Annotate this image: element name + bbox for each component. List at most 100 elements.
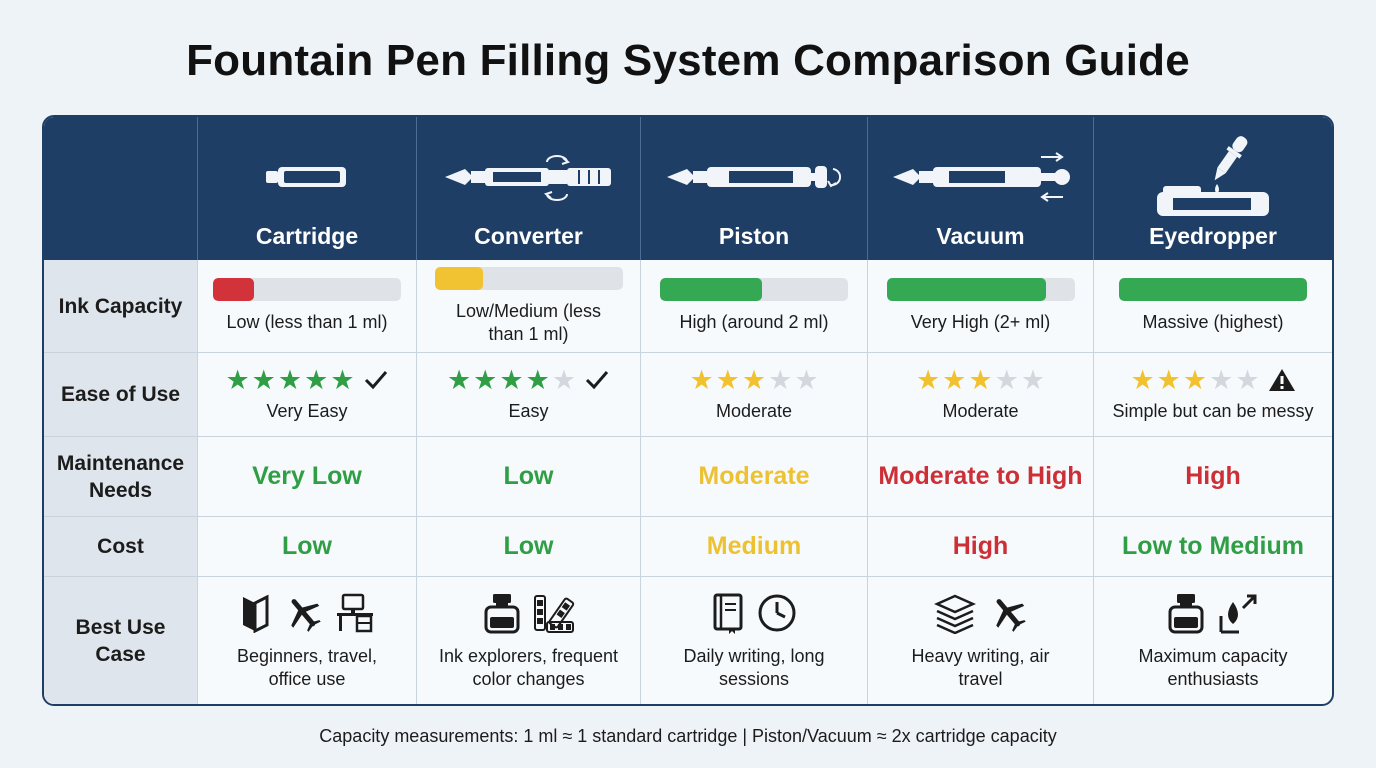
airplane-icon (283, 593, 323, 633)
cost-rating: Low (503, 532, 554, 560)
star-empty-icon: ★ (551, 365, 577, 395)
maintenance-cell: Low (417, 437, 641, 517)
cost-cell: Low (198, 517, 417, 577)
best-use-label: Beginners, travel, office use (236, 645, 378, 689)
header-converter: Converter (417, 117, 641, 260)
maintenance-rating: Moderate to High (878, 462, 1083, 490)
cost-rating: Low (282, 532, 332, 560)
capacity-bar-fill (886, 278, 1047, 301)
capacity-bar-fill (660, 278, 762, 301)
star-filled-icon: ★ (741, 365, 767, 395)
capacity-label: Low (less than 1 ml) (226, 312, 388, 332)
star-rating: ★★★★★ (447, 366, 610, 394)
best-use-cell: Beginners, travel, office use (198, 577, 417, 704)
warning-icon (1268, 367, 1296, 393)
cost-rating: Medium (706, 532, 802, 560)
piston-pen-icon (665, 137, 843, 217)
maintenance-cell: High (1094, 437, 1332, 517)
best-use-icons (483, 591, 575, 635)
capacity-cell: Low (less than 1 ml) (198, 260, 417, 353)
comparison-table: Ink Capacity Ease of Use Maintenance Nee… (42, 115, 1334, 706)
capacity-label: Low/Medium (less than 1 ml) (455, 300, 602, 344)
system-name: Eyedropper (1149, 223, 1277, 249)
star-filled-icon: ★ (1156, 365, 1181, 395)
star-filled-icon: ★ (251, 365, 276, 395)
best-use-cell: Daily writing, long sessions (641, 577, 868, 704)
clock-icon (757, 593, 797, 633)
best-use-cell: Maximum capacity enthusiasts (1094, 577, 1332, 704)
capacity-bar (213, 278, 401, 301)
capacity-bar-fill (1119, 278, 1307, 301)
star-filled-icon: ★ (689, 365, 714, 395)
best-use-icons (239, 591, 375, 635)
ink-bottle-icon (483, 592, 521, 634)
best-use-cell: Ink explorers, frequent color changes (417, 577, 641, 704)
capacity-bar (434, 266, 623, 290)
capacity-cell: Very High (2+ ml) (868, 260, 1094, 353)
capacity-label: Massive (highest) (1142, 312, 1284, 332)
ink-drop-expand-icon (1217, 592, 1259, 634)
row-label-best-use: Best Use Case (44, 577, 198, 704)
capacity-bar-fill (213, 278, 255, 301)
star-filled-icon: ★ (225, 365, 250, 395)
paper-stack-icon (933, 592, 976, 634)
star-rating: ★★★★★ (916, 366, 1045, 394)
best-use-cell: Heavy writing, air travel (868, 577, 1094, 704)
table-grid: Ink Capacity Ease of Use Maintenance Nee… (44, 117, 1332, 704)
star-empty-icon: ★ (1209, 365, 1234, 395)
airplane-icon (988, 593, 1028, 633)
capacity-label: High (around 2 ml) (679, 312, 829, 332)
ease-cell: ★★★★★ Moderate (641, 353, 868, 437)
ease-cell: ★★★★★ Very Easy (198, 353, 417, 437)
best-use-icons (1167, 591, 1259, 635)
check-icon (363, 367, 389, 393)
star-rating: ★★★★★ (689, 366, 818, 394)
row-label-cost: Cost (44, 517, 198, 577)
header-eyedropper: Eyedropper (1094, 117, 1332, 260)
maintenance-rating: Moderate (698, 462, 810, 490)
star-empty-icon: ★ (794, 365, 819, 395)
star-filled-icon: ★ (1182, 365, 1208, 395)
star-empty-icon: ★ (994, 365, 1019, 395)
best-use-label: Heavy writing, air travel (911, 645, 1050, 689)
star-filled-icon: ★ (446, 365, 472, 395)
ease-label: Moderate (715, 401, 793, 421)
header-corner (44, 117, 198, 260)
capacity-cell: Massive (highest) (1094, 260, 1332, 353)
maintenance-rating: Very Low (252, 462, 362, 490)
star-filled-icon: ★ (499, 365, 524, 395)
header-piston: Piston (641, 117, 868, 260)
capacity-bar (1119, 278, 1307, 301)
system-name: Vacuum (936, 223, 1025, 249)
capacity-bar (886, 278, 1075, 301)
cost-cell: Low (417, 517, 641, 577)
ease-label: Easy (508, 401, 549, 421)
star-empty-icon: ★ (1020, 365, 1046, 395)
row-label-maintenance: Maintenance Needs (44, 437, 198, 517)
star-filled-icon: ★ (304, 365, 329, 395)
check-icon (584, 367, 610, 393)
star-rating: ★★★★★ (1130, 366, 1295, 394)
cost-cell: Low to Medium (1094, 517, 1332, 577)
capacity-cell: Low/Medium (less than 1 ml) (417, 260, 641, 353)
converter-pen-icon (443, 137, 615, 217)
star-empty-icon: ★ (1235, 365, 1260, 395)
capacity-cell: High (around 2 ml) (641, 260, 868, 353)
capacity-bar-fill (434, 266, 484, 290)
star-filled-icon: ★ (915, 365, 941, 395)
color-swatches-icon (533, 592, 575, 634)
row-label-capacity: Ink Capacity (44, 260, 198, 353)
maintenance-rating: High (1185, 462, 1241, 490)
header-vacuum: Vacuum (868, 117, 1094, 260)
star-filled-icon: ★ (715, 365, 740, 395)
star-filled-icon: ★ (968, 365, 993, 395)
cost-cell: Medium (641, 517, 868, 577)
star-rating: ★★★★★ (225, 366, 388, 394)
star-filled-icon: ★ (525, 365, 550, 395)
best-use-label: Ink explorers, frequent color changes (438, 645, 619, 689)
ease-label: Very Easy (266, 401, 348, 421)
cartridge-icon (262, 137, 352, 217)
ease-cell: ★★★★★Simple but can be messy (1094, 353, 1332, 437)
header-cartridge: Cartridge (198, 117, 417, 260)
ink-bottle-icon (1167, 592, 1205, 634)
